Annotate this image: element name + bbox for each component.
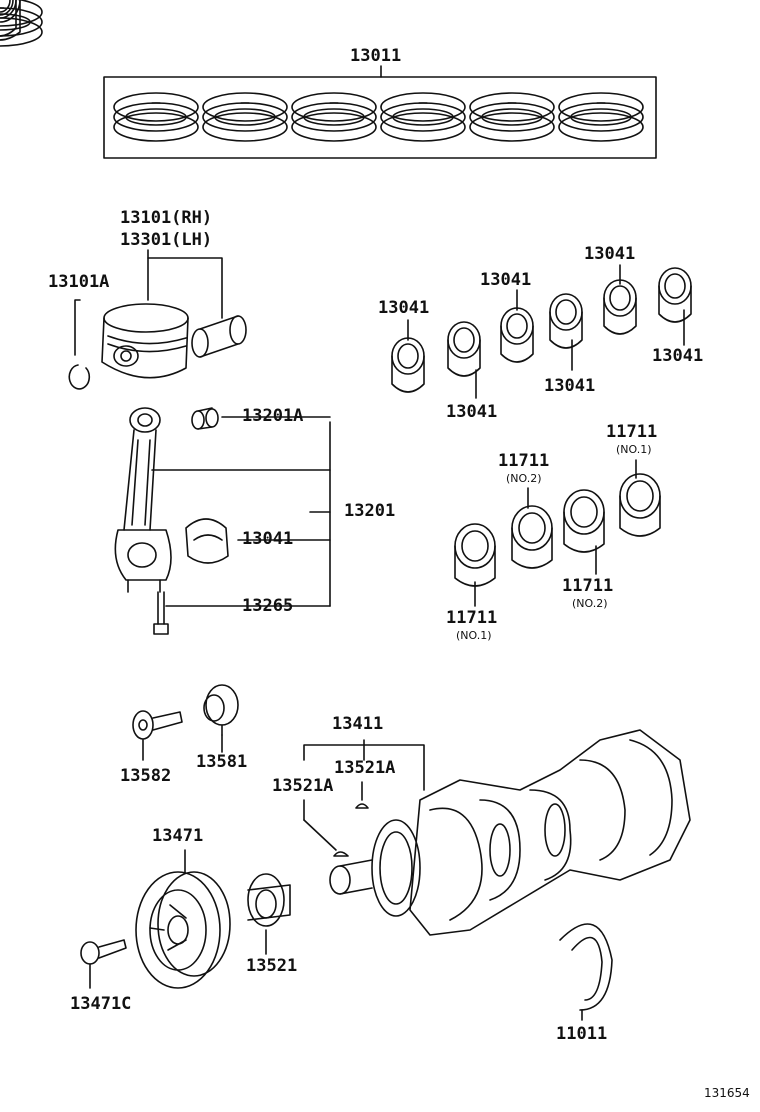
label-13521: 13521 bbox=[246, 956, 298, 976]
label-13521A-a: 13521A bbox=[272, 776, 334, 796]
main-bearing-row bbox=[0, 0, 661, 607]
label-13041-d: 13041 bbox=[544, 376, 596, 396]
label-11711-a: 11711 bbox=[446, 608, 498, 628]
note-no1-bottom: (NO.1) bbox=[456, 629, 492, 642]
note-no2-top: (NO.2) bbox=[506, 472, 542, 485]
label-11711-d: 11711 bbox=[606, 422, 658, 442]
label-13471: 13471 bbox=[152, 826, 204, 846]
note-no1-top: (NO.1) bbox=[616, 443, 652, 456]
label-13301: 13301(LH) bbox=[120, 230, 213, 250]
crank-bolt-washer bbox=[132, 684, 239, 761]
label-11711-b: 11711 bbox=[498, 451, 550, 471]
label-13265: 13265 bbox=[242, 596, 294, 616]
connecting-rod bbox=[114, 407, 331, 635]
label-13521A-b: 13521A bbox=[334, 758, 396, 778]
label-13101A: 13101A bbox=[48, 272, 110, 292]
label-13201A: 13201A bbox=[242, 406, 304, 426]
crankshaft bbox=[303, 729, 691, 936]
label-13201: 13201 bbox=[344, 501, 396, 521]
label-13041-c: 13041 bbox=[480, 270, 532, 290]
label-13041-f: 13041 bbox=[652, 346, 704, 366]
label-13582: 13582 bbox=[120, 766, 172, 786]
label-13581: 13581 bbox=[196, 752, 248, 772]
label-13471C: 13471C bbox=[70, 994, 132, 1014]
label-13411: 13411 bbox=[332, 714, 384, 734]
label-13041-a: 13041 bbox=[378, 298, 430, 318]
label-11011: 11011 bbox=[556, 1024, 608, 1044]
label-13041-rod: 13041 bbox=[242, 529, 294, 549]
label-13041-b: 13041 bbox=[446, 402, 498, 422]
label-13101: 13101(RH) bbox=[120, 208, 213, 228]
thrust-washer bbox=[559, 923, 613, 1021]
crank-pulley bbox=[80, 849, 291, 989]
label-13041-e: 13041 bbox=[584, 244, 636, 264]
rod-bearing-row bbox=[0, 0, 692, 399]
piston-ring-set bbox=[0, 0, 657, 159]
figure-id: 131654 bbox=[704, 1086, 750, 1100]
label-13011: 13011 bbox=[350, 46, 402, 66]
note-no2-bottom: (NO.2) bbox=[572, 597, 608, 610]
piston-assembly bbox=[68, 249, 247, 390]
label-11711-c: 11711 bbox=[562, 576, 614, 596]
